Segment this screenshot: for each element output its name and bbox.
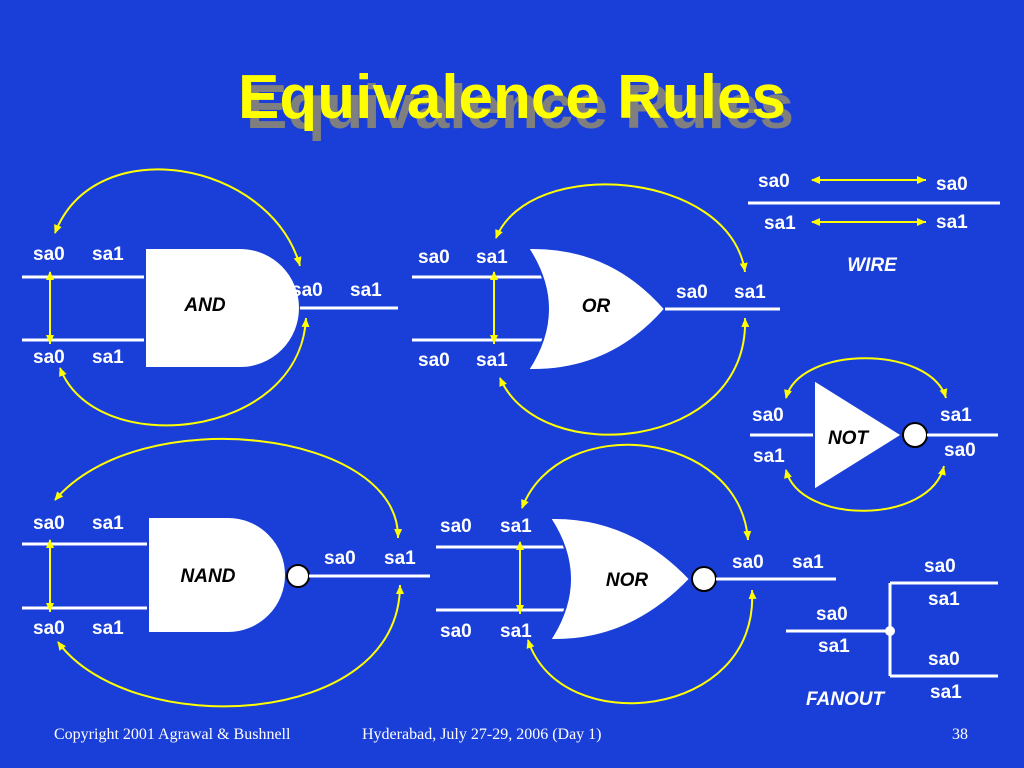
nand-in-a-sa1: sa1	[92, 513, 124, 534]
or-out-sa1: sa1	[734, 282, 766, 303]
or-gate-group: OR sa0 sa1 sa0 sa1 sa0 sa1	[412, 183, 780, 436]
and-out-sa1: sa1	[350, 280, 382, 301]
and-in-a-sa1: sa1	[92, 244, 124, 265]
wire-left-sa0: sa0	[758, 171, 790, 192]
not-gate-label: NOT	[828, 428, 870, 449]
nor-inversion-bubble	[691, 566, 717, 592]
footer-page-number: 38	[952, 726, 968, 743]
fanout-stem-sa0: sa0	[816, 604, 848, 625]
or-gate-label: OR	[582, 296, 611, 317]
and-out-sa0: sa0	[291, 280, 323, 301]
and-in-b-sa1: sa1	[92, 347, 124, 368]
fanout-top-sa0: sa0	[924, 556, 956, 577]
not-out-sa1: sa1	[940, 405, 972, 426]
or-out-sa0: sa0	[676, 282, 708, 303]
or-top-equiv-arrow	[495, 183, 748, 273]
nor-in-a-sa1: sa1	[500, 516, 532, 537]
not-in-sa1: sa1	[753, 446, 785, 467]
fanout-bottom-sa0: sa0	[928, 649, 960, 670]
nor-in-b-sa1: sa1	[500, 621, 532, 642]
nor-out-sa0: sa0	[732, 552, 764, 573]
page-title: Equivalence Rules	[238, 63, 786, 132]
not-out-sa0: sa0	[944, 440, 976, 461]
page-title-shadow: Equivalence Rules	[246, 73, 794, 142]
and-in-b-sa0: sa0	[33, 347, 65, 368]
nor-gate-label: NOR	[606, 570, 649, 591]
or-in-a-sa0: sa0	[418, 247, 450, 268]
and-gate-group: AND sa0 sa1 sa0 sa1 sa0 sa1	[22, 168, 398, 427]
nand-out-sa1: sa1	[384, 548, 416, 569]
wire-left-sa1: sa1	[764, 213, 796, 234]
nor-bottom-equiv-arrow	[526, 589, 757, 705]
fanout-junction-dot	[885, 626, 895, 636]
footer-copyright: Copyright 2001 Agrawal & Bushnell	[54, 726, 291, 743]
or-in-b-sa0: sa0	[418, 350, 450, 371]
nor-out-sa1: sa1	[792, 552, 824, 573]
nor-gate-group: NOR sa0 sa1 sa0 sa1 sa0 sa1	[436, 443, 836, 705]
and-gate-label: AND	[183, 295, 225, 316]
title-block: Equivalence Rules Equivalence Rules	[0, 58, 1024, 148]
fanout-stem-sa1: sa1	[818, 636, 850, 657]
nand-top-equiv-arrow	[54, 438, 403, 539]
nand-out-sa0: sa0	[324, 548, 356, 569]
not-inversion-bubble	[902, 422, 928, 448]
nand-in-b-sa1: sa1	[92, 618, 124, 639]
and-top-equiv-arrow	[54, 168, 302, 267]
nand-inversion-bubble	[286, 564, 310, 588]
fanout-caption: FANOUT	[806, 689, 886, 710]
fanout-top-sa1: sa1	[928, 589, 960, 610]
not-top-equiv-arrow	[784, 357, 948, 399]
footer-venue: Hyderabad, July 27-29, 2006 (Day 1)	[362, 726, 602, 743]
or-in-a-sa1: sa1	[476, 247, 508, 268]
wire-caption: WIRE	[847, 255, 898, 276]
or-in-b-sa1: sa1	[476, 350, 508, 371]
and-in-a-sa0: sa0	[33, 244, 65, 265]
nor-top-equiv-arrow	[521, 443, 752, 541]
fanout-bottom-sa1: sa1	[930, 682, 962, 703]
nand-gate-label: NAND	[181, 566, 236, 587]
nand-gate-group: NAND sa0 sa1 sa0 sa1 sa0 sa1	[22, 438, 430, 708]
nand-in-b-sa0: sa0	[33, 618, 65, 639]
not-gate-body	[813, 378, 904, 492]
not-bottom-equiv-arrow	[784, 465, 946, 512]
or-bottom-equiv-arrow	[499, 317, 750, 436]
nor-in-a-sa0: sa0	[440, 516, 472, 537]
not-gate-group: NOT sa0 sa1 sa1 sa0	[750, 357, 998, 512]
not-in-sa0: sa0	[752, 405, 784, 426]
wire-right-sa0: sa0	[936, 174, 968, 195]
nand-in-a-sa0: sa0	[33, 513, 65, 534]
fanout-group: sa0 sa1 sa0 sa1 sa0 sa1 FANOUT	[786, 556, 998, 710]
wire-group: sa0 sa0 sa1 sa1 WIRE	[748, 171, 1000, 276]
nor-in-b-sa0: sa0	[440, 621, 472, 642]
wire-right-sa1: sa1	[936, 212, 968, 233]
nand-bottom-equiv-arrow	[57, 584, 404, 708]
and-bottom-equiv-arrow	[59, 317, 310, 427]
